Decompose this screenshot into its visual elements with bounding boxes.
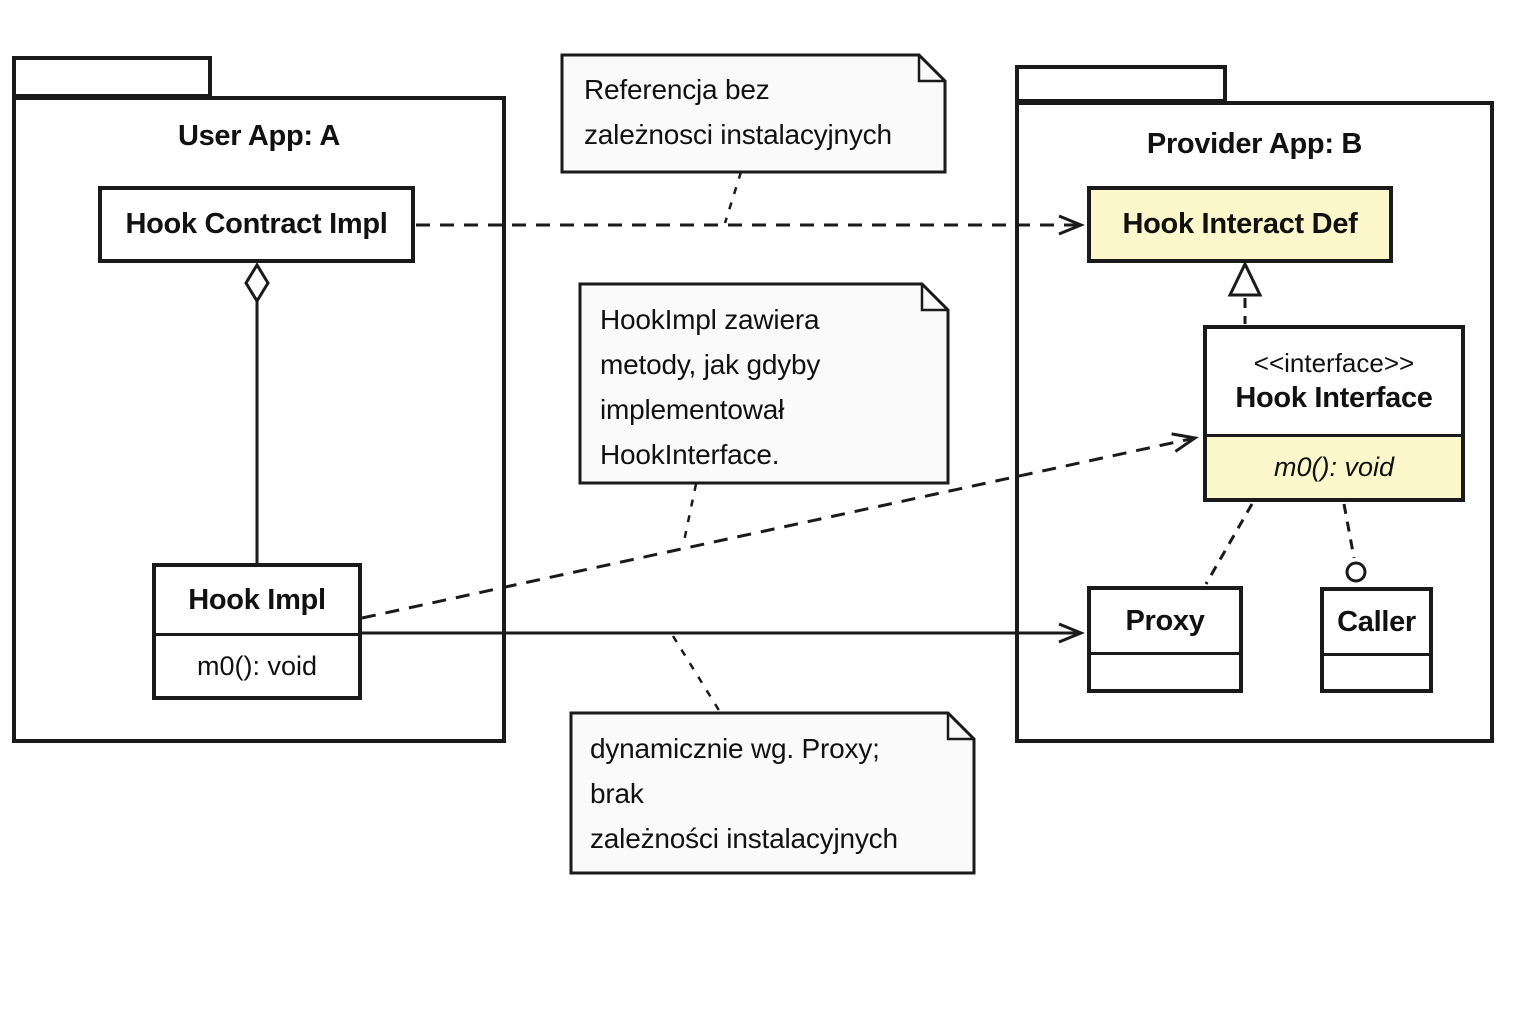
class-name: Proxy	[1125, 604, 1205, 637]
note-reference-shape	[560, 53, 947, 174]
class-header: <<interface>> Hook Interface	[1207, 329, 1461, 434]
stereotype-label: <<interface>>	[1253, 348, 1415, 379]
class-empty-compartment	[1324, 653, 1429, 689]
note-hookimpl-shape	[578, 282, 950, 485]
class-name: Hook Interface	[1235, 381, 1433, 414]
class-caller: Caller	[1320, 587, 1433, 693]
class-empty-compartment	[1091, 652, 1239, 689]
note-hookimpl-text: HookImpl zawiera metody, jak gdyby imple…	[600, 304, 821, 470]
class-method: m0(): void	[1207, 434, 1461, 498]
note-dynamic-text: dynamicznie wg. Proxy; brak zależności i…	[590, 733, 898, 854]
class-hook-contract-impl: Hook Contract Impl	[98, 186, 415, 263]
class-hook-impl: Hook Impl m0(): void	[152, 563, 362, 700]
dependency-hookinterface-to-proxy	[1204, 503, 1254, 585]
class-method: m0(): void	[156, 633, 358, 696]
user-app-package-title: User App: A	[177, 120, 341, 152]
dependency-hookinterface-to-caller	[1342, 503, 1356, 559]
class-name: Hook Impl	[188, 583, 326, 616]
note-dynamic-shape	[569, 711, 976, 875]
realization-triangle-icon	[1227, 260, 1263, 297]
note-hookimpl-fold-icon	[920, 284, 948, 312]
note-reference-fold-icon	[917, 55, 945, 83]
provider-app-package-title: Provider App: B	[1146, 128, 1363, 160]
class-name: Hook Interact Def	[1122, 208, 1358, 240]
note-dynamic-anchor	[671, 635, 722, 713]
class-hook-interact-def: Hook Interact Def	[1087, 186, 1393, 263]
note-dynamic-fold-icon	[946, 713, 974, 741]
note-hookimpl-anchor	[681, 483, 698, 547]
aggregation-diamond-icon	[244, 262, 270, 304]
class-name: Hook Contract Impl	[125, 208, 388, 240]
interface-ball-icon	[1345, 561, 1367, 583]
class-proxy: Proxy	[1087, 586, 1243, 693]
class-hook-interface: <<interface>> Hook Interface m0(): void	[1203, 325, 1465, 502]
note-reference-anchor	[723, 171, 743, 224]
note-reference-text: Referencja bez zależnosci instalacyjnych	[584, 74, 892, 150]
class-name: Caller	[1337, 605, 1416, 638]
